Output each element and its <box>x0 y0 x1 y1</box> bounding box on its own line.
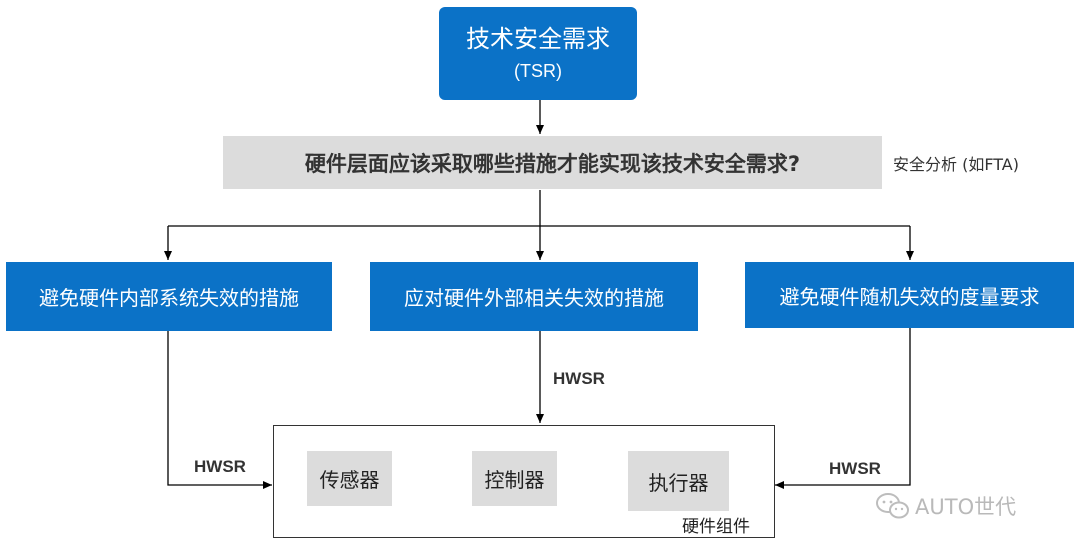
hardware-caption: 硬件组件 <box>682 517 750 537</box>
hwsr-label-left: HWSR <box>194 457 246 476</box>
question-text: 硬件层面应该采取哪些措施才能实现该技术安全需求? <box>304 151 801 176</box>
measure-box-external: 应对硬件外部相关失效的措施 <box>370 262 698 331</box>
hwsr-label-center: HWSR <box>553 369 605 388</box>
controller-box: 控制器 <box>472 451 557 506</box>
analysis-note: 安全分析 (如FTA) <box>893 155 1019 174</box>
question-bar: 硬件层面应该采取哪些措施才能实现该技术安全需求? <box>223 136 882 189</box>
measure-label-random: 避免硬件随机失效的度量要求 <box>779 284 1040 309</box>
actuator-box: 执行器 <box>628 451 729 511</box>
watermark-text: AUTO世代 <box>915 495 1017 519</box>
sensor-box: 传感器 <box>307 451 392 506</box>
arrow-right-to-hardware <box>775 328 911 489</box>
wechat-icon <box>876 493 909 519</box>
actuator-label: 执行器 <box>648 470 709 495</box>
watermark: AUTO世代 <box>875 491 1016 521</box>
controller-label: 控制器 <box>484 468 545 492</box>
tsr-title: 技术安全需求 <box>466 24 610 53</box>
measure-label-external: 应对硬件外部相关失效的措施 <box>404 286 664 310</box>
hwsr-label-right: HWSR <box>829 459 881 478</box>
measure-box-random: 避免硬件随机失效的度量要求 <box>745 262 1074 328</box>
arrow-left-to-hardware <box>167 331 272 489</box>
tsr-box: 技术安全需求 (TSR) <box>439 7 637 100</box>
measure-box-systematic: 避免硬件内部系统失效的措施 <box>6 262 332 331</box>
tsr-abbr: (TSR) <box>514 60 562 81</box>
measure-label-systematic: 避免硬件内部系统失效的措施 <box>39 286 299 310</box>
sensor-label: 传感器 <box>319 468 380 492</box>
